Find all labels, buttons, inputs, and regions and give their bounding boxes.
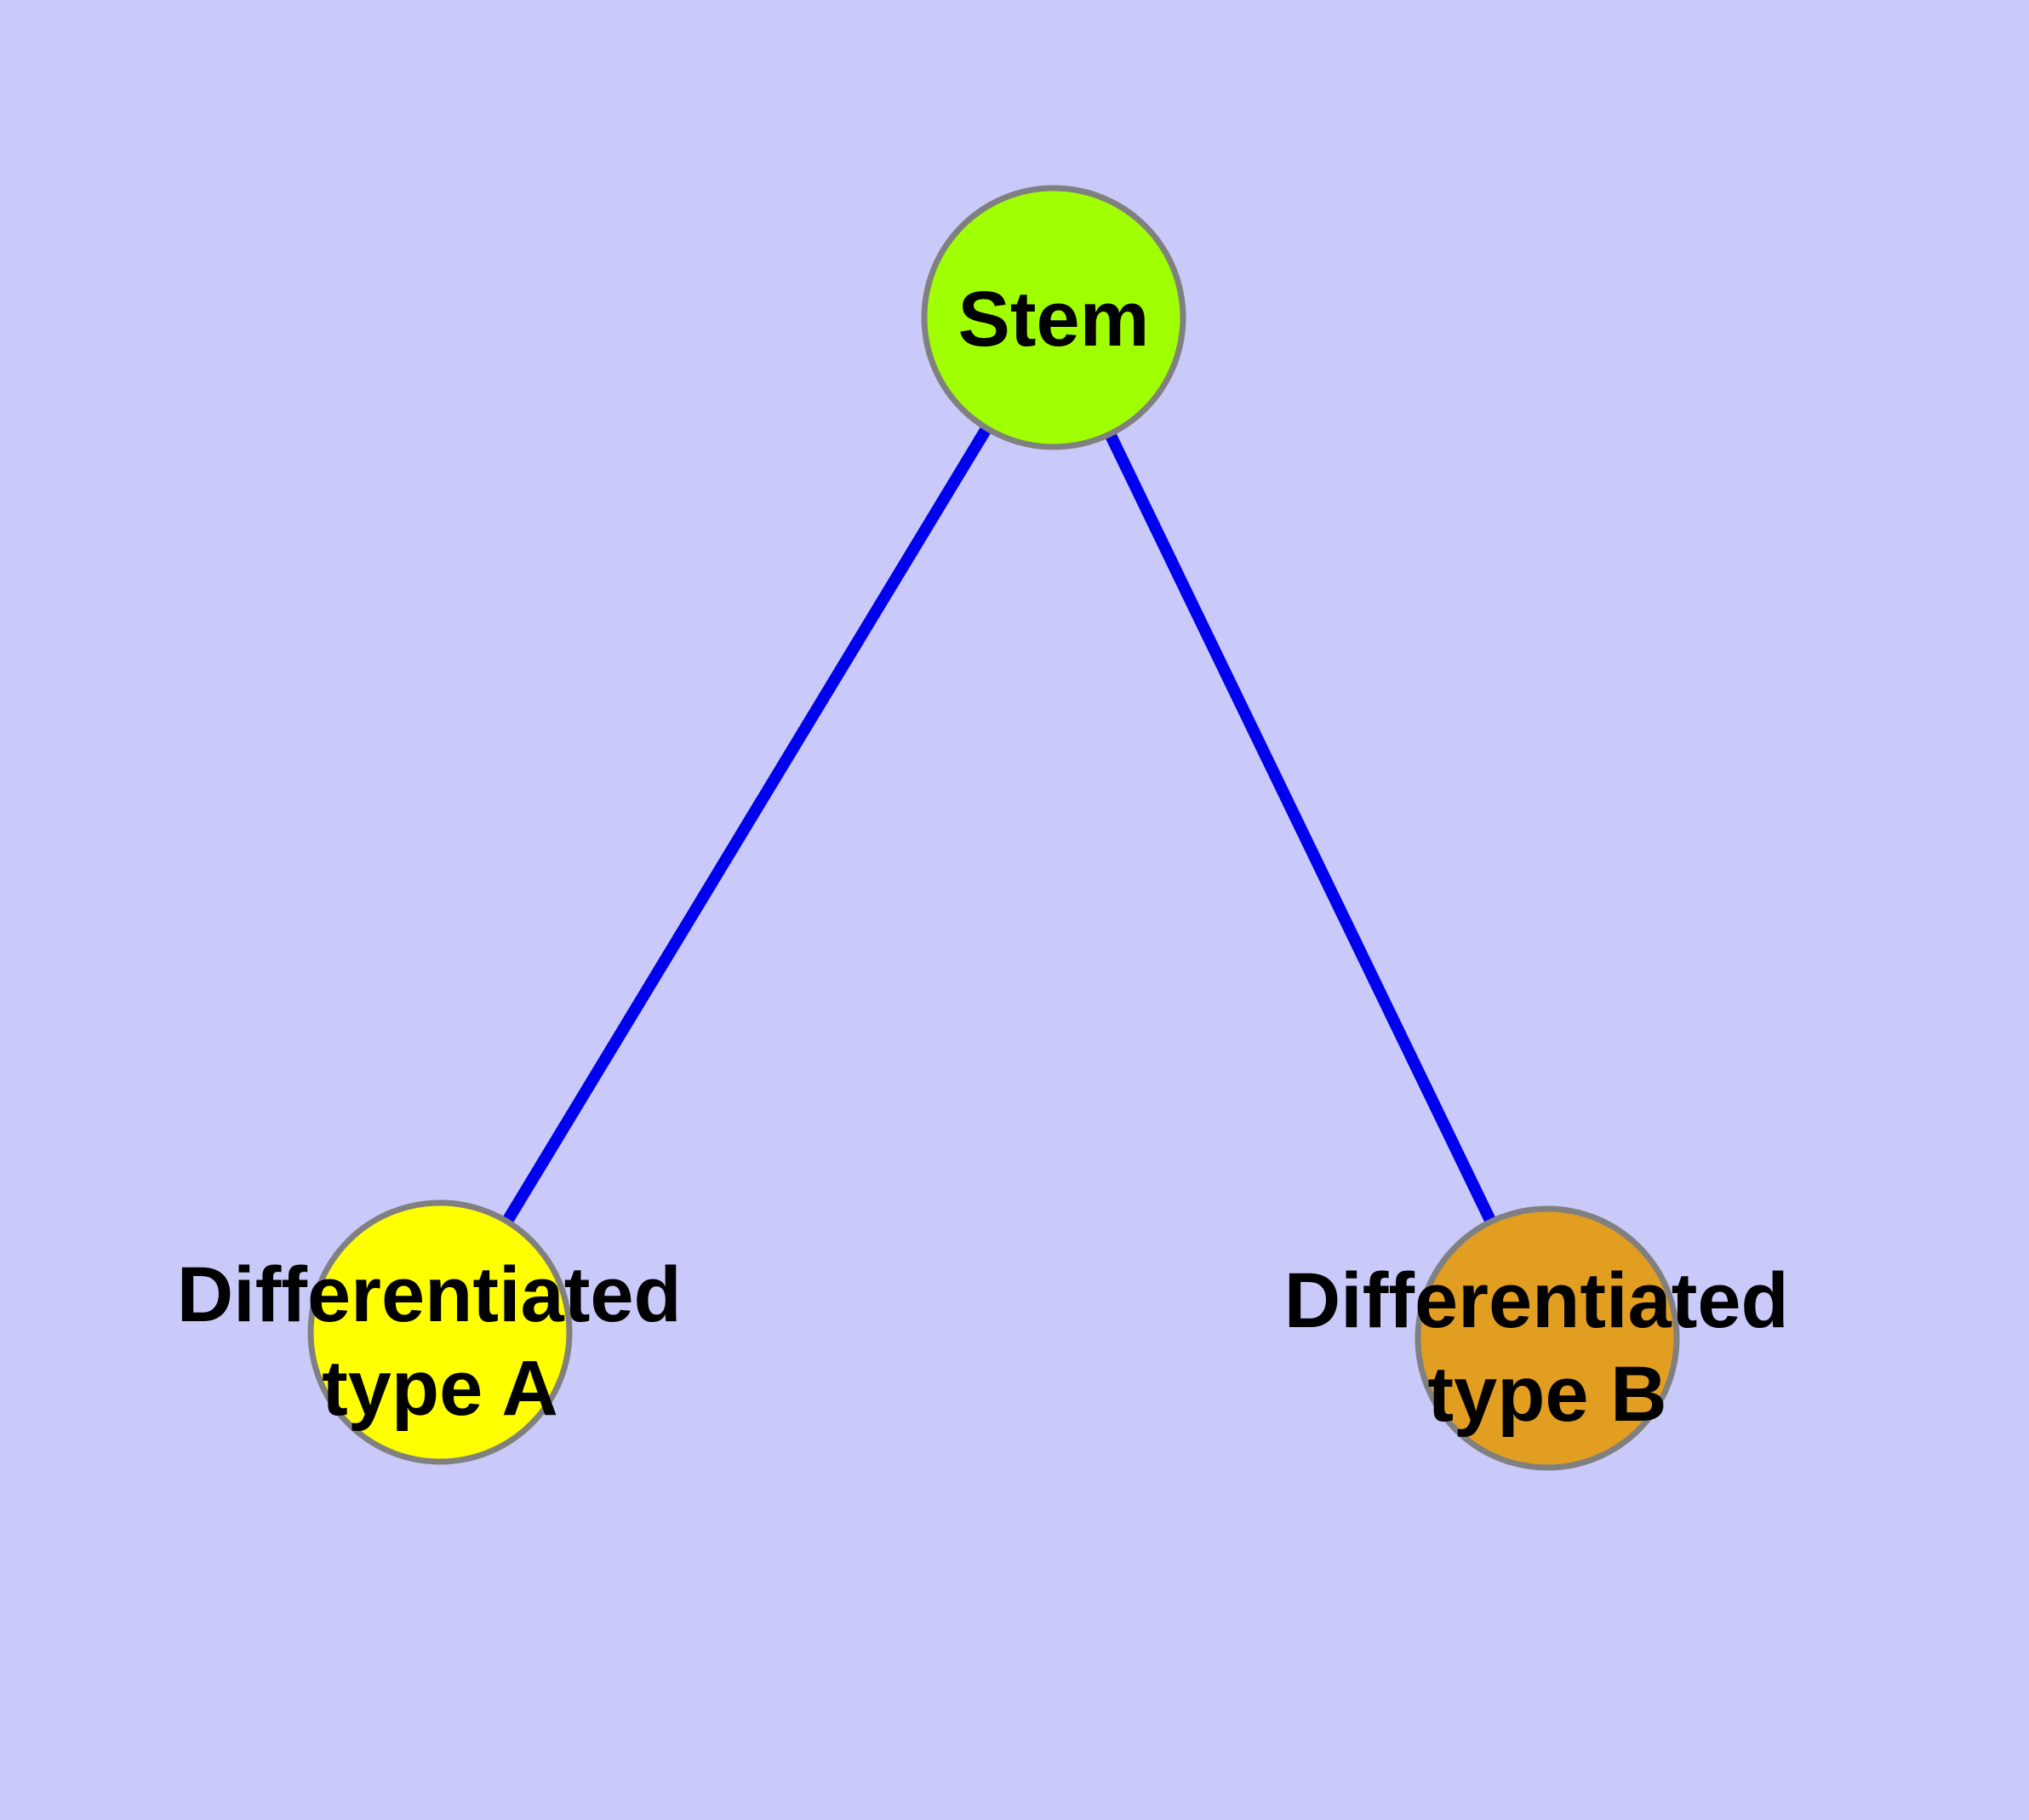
node-type-b-label: Differentiated type B: [1284, 1257, 1811, 1438]
node-type-b-label-line1: Differentiated: [1284, 1257, 1789, 1344]
edges: [435, 314, 1553, 1342]
node-type-a-label-line2: type A: [322, 1345, 558, 1432]
node-type-a-circle: [307, 1199, 573, 1465]
node-stem-circle: [921, 185, 1186, 450]
edge-stem-to-type-a: [435, 314, 1059, 1336]
node-type-b: Differentiated type B: [1284, 1205, 1811, 1471]
node-type-a-label-line1: Differentiated: [177, 1251, 682, 1338]
edge-stem-to-type-b: [1048, 314, 1553, 1342]
node-stem: Stem: [921, 185, 1186, 450]
node-stem-label: Stem: [958, 276, 1150, 363]
node-type-b-circle: [1415, 1205, 1680, 1471]
node-type-b-label-line2: type B: [1427, 1351, 1666, 1438]
node-type-a: Differentiated type A: [177, 1199, 704, 1465]
node-type-a-label: Differentiated type A: [177, 1251, 704, 1432]
